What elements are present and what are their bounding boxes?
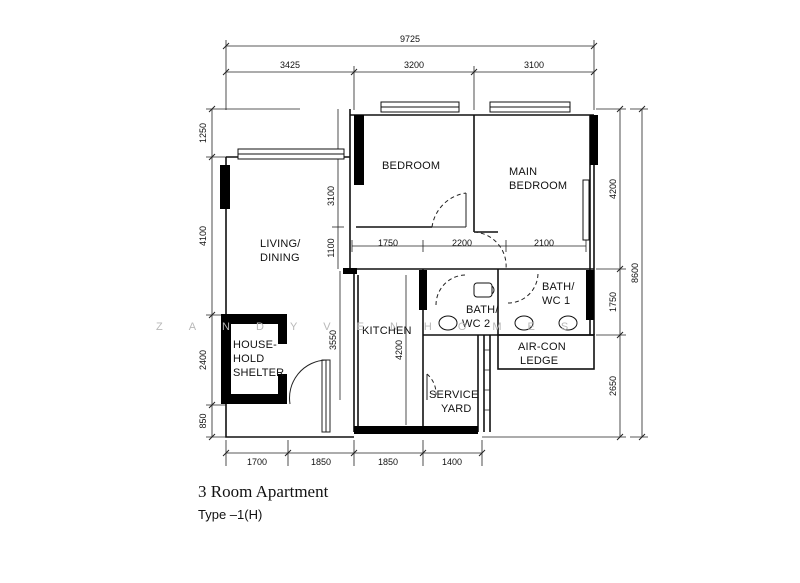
dim-internal-4200: 4200 xyxy=(394,340,404,360)
dim-internal-3100: 3100 xyxy=(326,186,336,206)
toilet-icon xyxy=(438,315,458,331)
room-aircon-label-1: AIR-CON xyxy=(518,341,566,353)
room-bath1-label-2: WC 1 xyxy=(542,295,570,307)
door-leaves xyxy=(426,193,467,400)
dim-internal-1750: 1750 xyxy=(378,238,398,248)
room-service-yard-label-1: SERVICE xyxy=(429,389,479,401)
door-swings xyxy=(426,192,539,396)
room-bedroom-label: BEDROOM xyxy=(382,160,440,172)
room-kitchen-label: KITCHEN xyxy=(362,325,412,337)
room-shelter-label-2: HOLD xyxy=(233,353,264,365)
dim-top-total: 9725 xyxy=(400,34,420,44)
room-shelter-label-1: HOUSE- xyxy=(233,339,277,351)
dim-top-2: 3200 xyxy=(404,60,424,70)
toilet-icon xyxy=(558,315,578,331)
dim-right-total: 8600 xyxy=(630,263,640,283)
dimension-text: 9725 3425 3200 3100 1250 4100 2400 850 1… xyxy=(198,34,640,467)
dim-left-4: 850 xyxy=(198,413,208,428)
sanitary-fixtures xyxy=(438,282,578,331)
plan-title: 3 Room Apartment xyxy=(198,482,329,501)
room-aircon-label-2: LEDGE xyxy=(520,355,558,367)
plan-subtitle: Type –1(H) xyxy=(198,507,262,522)
dim-bottom-4: 1400 xyxy=(442,457,462,467)
room-service-yard-label-2: YARD xyxy=(441,403,472,415)
room-labels: BEDROOM MAIN BEDROOM LIVING/ DINING HOUS… xyxy=(233,160,575,415)
entrance-door xyxy=(289,359,331,433)
watermark-text: ZANDYVENHOMES xyxy=(156,321,594,333)
dim-top-3: 3100 xyxy=(524,60,544,70)
dim-left-3: 2400 xyxy=(198,350,208,370)
room-living-dining-label-2: DINING xyxy=(260,252,300,264)
dim-right-1: 4200 xyxy=(608,179,618,199)
thick-walls xyxy=(220,115,598,434)
dim-bottom-1: 1700 xyxy=(247,457,267,467)
room-main-bedroom-label-1: MAIN xyxy=(509,166,537,178)
dim-right-3: 2650 xyxy=(608,376,618,396)
room-main-bedroom-label-2: BEDROOM xyxy=(509,180,567,192)
dim-top-1: 3425 xyxy=(280,60,300,70)
dim-left-2: 4100 xyxy=(198,226,208,246)
dim-internal-2100: 2100 xyxy=(534,238,554,248)
room-shelter-label-3: SHELTER xyxy=(233,367,284,379)
dim-bottom-2: 1850 xyxy=(311,457,331,467)
room-living-dining-label-1: LIVING/ xyxy=(260,238,301,250)
dim-bottom-3: 1850 xyxy=(378,457,398,467)
windows xyxy=(237,101,590,241)
dim-left-1: 1250 xyxy=(198,123,208,143)
dim-internal-1100: 1100 xyxy=(326,238,336,257)
dim-internal-3550: 3550 xyxy=(328,330,338,350)
ledge-hatching xyxy=(484,349,490,411)
room-bath2-label-1: BATH/ xyxy=(466,304,499,316)
room-bath2-label-2: WC 2 xyxy=(462,318,490,330)
dim-right-2: 1750 xyxy=(608,292,618,312)
dimension-ticks xyxy=(208,42,646,457)
room-bath1-label-1: BATH/ xyxy=(542,281,575,293)
dim-internal-2200: 2200 xyxy=(452,238,472,248)
thin-walls xyxy=(225,109,595,438)
basin-icon xyxy=(514,315,534,331)
